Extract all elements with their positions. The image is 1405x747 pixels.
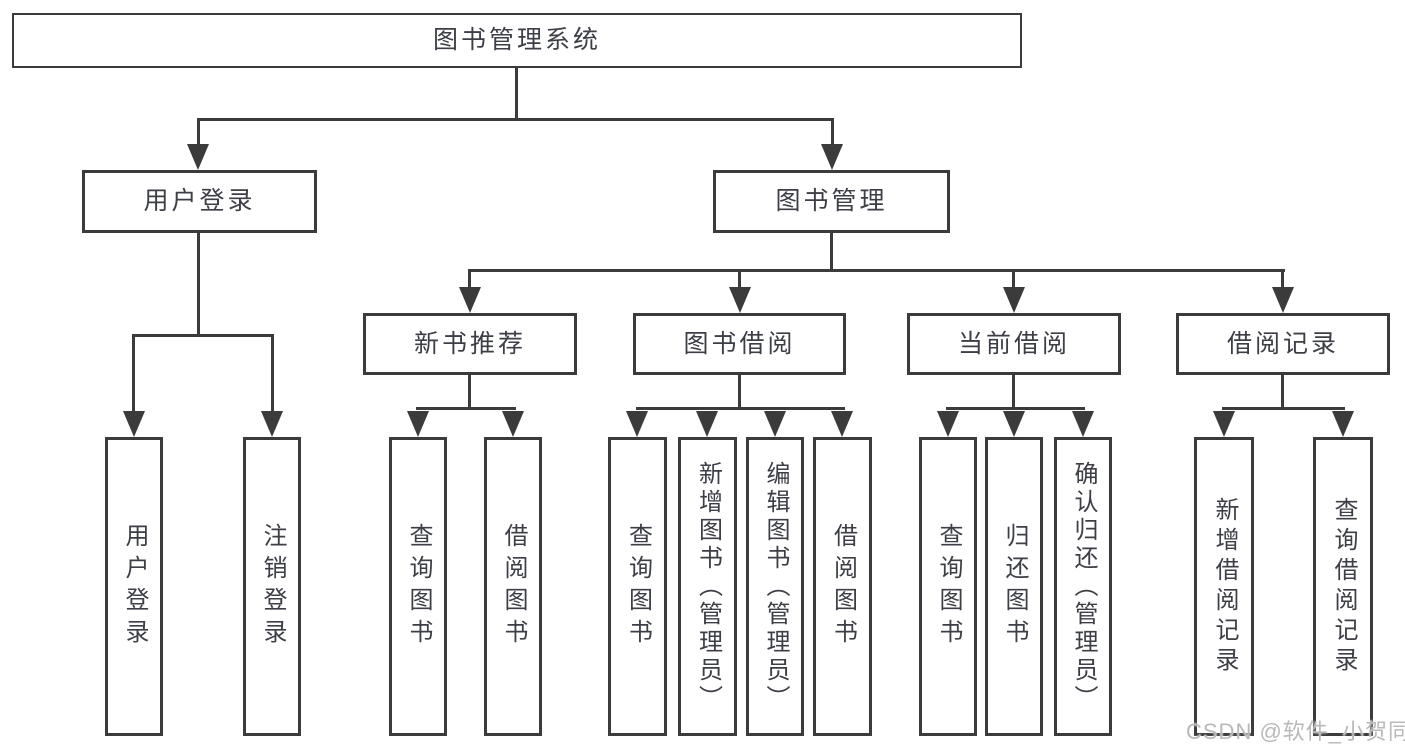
node-confirm-return-admin: 确认归还（管理员）: [1054, 437, 1112, 736]
node-query-borrow-record-label: 查询借阅记录: [1330, 496, 1357, 677]
node-return-book: 归还图书: [985, 437, 1043, 736]
connector-book-management-splitter: [468, 269, 1285, 272]
connector-root-splitter: [197, 118, 834, 121]
node-borrow-book-2: 借阅图书: [813, 437, 872, 736]
node-edit-book-admin-label: 编辑图书（管理员）: [762, 460, 789, 713]
node-borrow-book-2-label: 借阅图书: [829, 522, 857, 651]
node-return-book-label: 归还图书: [1001, 522, 1028, 651]
arrowhead-new-book: [459, 287, 481, 313]
connector-user-login-stub: [197, 233, 200, 337]
node-borrow-book-1-label: 借阅图书: [500, 522, 527, 651]
arrowhead-add-book: [696, 411, 718, 437]
connector-book-borrowing-stub: [738, 375, 741, 409]
arrowhead-borrowing-records: [1272, 287, 1294, 313]
connector-new-book-stub: [468, 375, 471, 409]
connector-drop-book-borrowing: [738, 269, 741, 291]
arrowhead-query-borrow-record: [1332, 411, 1354, 437]
connector-drop-book-management: [831, 118, 834, 146]
node-book-borrowing-label: 图书借阅: [683, 329, 796, 358]
node-confirm-return-admin-label: 确认归还（管理员）: [1070, 460, 1097, 713]
connector-drop-user-login: [197, 118, 200, 146]
connector-current-borrowing-stub: [1012, 375, 1015, 409]
connector-user-login-splitter: [132, 334, 274, 337]
connector-borrowing-records-splitter: [1222, 407, 1345, 410]
node-new-book-recommendation: 新书推荐: [363, 313, 577, 375]
arrowhead-current-borrowing: [1003, 287, 1025, 313]
connector-drop-new-book: [468, 269, 471, 291]
node-borrowing-records-label: 借阅记录: [1226, 329, 1339, 358]
connector-root-stub: [515, 68, 518, 121]
connector-new-book-splitter: [416, 407, 516, 410]
node-query-book-2-label: 查询图书: [624, 522, 652, 651]
node-current-borrowing-label: 当前借阅: [957, 329, 1070, 358]
arrowhead-return-book: [1003, 411, 1025, 437]
arrowhead-query-book-1: [407, 411, 429, 437]
csdn-watermark: CSDN @软件_小贺同学: [1186, 719, 1405, 744]
node-add-borrow-record-label: 新增借阅记录: [1211, 496, 1238, 677]
node-logout-leaf: 注销登录: [243, 437, 301, 736]
node-query-book-3-label: 查询图书: [935, 522, 962, 651]
node-root-label: 图书管理系统: [432, 26, 601, 54]
connector-book-management-stub: [830, 233, 833, 272]
node-borrow-book-1: 借阅图书: [484, 437, 542, 736]
node-user-login-leaf-label: 用户登录: [121, 522, 148, 651]
arrowhead-add-borrow-record: [1213, 411, 1235, 437]
node-book-management: 图书管理: [713, 170, 950, 233]
node-root: 图书管理系统: [12, 13, 1022, 68]
connector-borrowing-records-stub: [1281, 375, 1284, 409]
node-add-book-admin: 新增图书（管理员）: [678, 437, 737, 736]
arrowhead-book-borrowing: [729, 287, 751, 313]
node-book-borrowing: 图书借阅: [633, 313, 846, 375]
arrowhead-query-book-3: [937, 411, 959, 437]
node-user-login: 用户登录: [82, 170, 317, 233]
arrowhead-logout-leaf: [261, 411, 283, 437]
node-query-borrow-record: 查询借阅记录: [1313, 437, 1373, 736]
node-edit-book-admin: 编辑图书（管理员）: [746, 437, 804, 736]
node-query-book-3: 查询图书: [919, 437, 977, 736]
connector-drop-current-borrowing: [1012, 269, 1015, 291]
arrowhead-book-management: [821, 144, 843, 170]
connector-book-borrowing-splitter: [636, 407, 845, 410]
node-add-borrow-record: 新增借阅记录: [1194, 437, 1254, 736]
node-add-book-admin-label: 新增图书（管理员）: [694, 460, 722, 713]
arrowhead-confirm-return: [1072, 411, 1094, 437]
node-book-management-label: 图书管理: [775, 187, 888, 215]
arrowhead-edit-book: [764, 411, 786, 437]
connector-drop-borrowing-records: [1281, 269, 1284, 291]
connector-current-borrowing-splitter: [946, 407, 1085, 410]
connector-drop-logout-leaf: [271, 334, 274, 413]
node-user-login-leaf: 用户登录: [105, 437, 163, 736]
node-borrowing-records: 借阅记录: [1176, 313, 1390, 375]
node-logout-leaf-label: 注销登录: [259, 522, 286, 651]
arrowhead-borrow-book-1: [502, 411, 524, 437]
node-new-book-recommendation-label: 新书推荐: [413, 329, 526, 358]
connector-drop-login-leaf: [132, 334, 135, 413]
node-query-book-2: 查询图书: [608, 437, 667, 736]
node-query-book-1: 查询图书: [389, 437, 447, 736]
arrowhead-query-book-2: [626, 411, 648, 437]
node-query-book-1-label: 查询图书: [405, 522, 432, 651]
arrowhead-login-leaf: [123, 411, 145, 437]
arrowhead-user-login: [187, 144, 209, 170]
node-user-login-label: 用户登录: [143, 187, 256, 215]
node-current-borrowing: 当前借阅: [907, 313, 1121, 375]
arrowhead-borrow-book-2: [831, 411, 853, 437]
